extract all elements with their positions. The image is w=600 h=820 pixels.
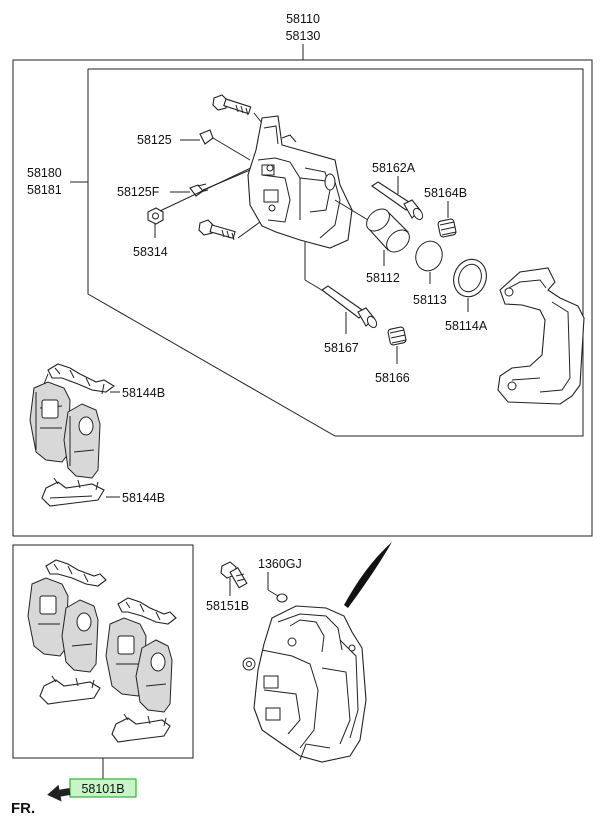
pin-boot-lower-icon <box>387 326 407 346</box>
label-58144b-upper[interactable]: 58144B <box>122 386 165 400</box>
caliper-carrier-bracket-icon <box>497 267 585 405</box>
pad-kit-clip-upper-right-icon <box>117 597 177 625</box>
front-direction-arrow-icon <box>47 784 71 802</box>
leader-line <box>237 221 261 239</box>
assembled-caliper-icon <box>242 605 367 763</box>
leader-line <box>212 137 251 161</box>
pin-boot-upper-icon <box>437 218 457 238</box>
label-58113[interactable]: 58113 <box>413 293 447 307</box>
pad-kit-clip-upper-left-icon <box>45 559 107 587</box>
guide-pin-lower-icon <box>321 285 378 329</box>
leader-line <box>267 589 279 597</box>
label-58125[interactable]: 58125 <box>137 133 172 147</box>
label-58167[interactable]: 58167 <box>324 341 359 355</box>
pad-kit-pad-inner-left-icon <box>61 599 99 673</box>
caliper-mounting-bolt-icon <box>220 561 248 589</box>
label-58181[interactable]: 58181 <box>27 183 62 197</box>
guide-bolt-upper-icon <box>212 94 252 116</box>
label-58162a[interactable]: 58162A <box>372 161 416 175</box>
label-58144b-lower[interactable]: 58144B <box>122 491 165 505</box>
label-58130[interactable]: 58130 <box>286 29 321 43</box>
washer-icon <box>276 593 288 603</box>
caliper-housing-icon <box>247 115 353 249</box>
leader-line <box>334 199 369 221</box>
caliper-subassembly-frame <box>87 68 584 437</box>
highlighted-part-box <box>69 778 137 798</box>
label-58164b[interactable]: 58164B <box>424 186 467 200</box>
label-58180[interactable]: 58180 <box>27 166 62 180</box>
label-58112[interactable]: 58112 <box>366 271 400 285</box>
label-58151b[interactable]: 58151B <box>206 599 249 613</box>
piston-dust-boot-icon <box>453 258 487 298</box>
brake-pad-inner-icon <box>63 403 101 479</box>
caliper-assembly-frame <box>12 59 593 537</box>
bleeder-cap-icon <box>199 129 214 145</box>
brake-pad-outer-icon <box>29 381 71 463</box>
pad-kit-clip-lower-right-icon <box>111 713 171 743</box>
guide-bolt-lower-icon <box>198 219 236 241</box>
pad-clip-upper-icon <box>43 363 115 395</box>
front-direction-label: FR. <box>11 800 35 817</box>
label-58114a[interactable]: 58114A <box>445 319 488 333</box>
label-1360gj[interactable]: 1360GJ <box>258 557 302 571</box>
leader-line <box>253 112 263 124</box>
piston-icon <box>366 208 410 253</box>
label-58166[interactable]: 58166 <box>375 371 410 385</box>
label-58314[interactable]: 58314 <box>133 245 168 259</box>
pad-clip-lower-icon <box>41 477 105 507</box>
hex-nut-icon <box>147 207 164 225</box>
guide-pin-upper-icon <box>371 181 424 221</box>
label-58101b[interactable]: 58101B <box>81 782 124 796</box>
pointer-wedge-icon <box>344 542 392 608</box>
pad-kit-pad-outer-left-icon <box>27 577 69 657</box>
pad-kit-clip-lower-left-icon <box>39 675 101 705</box>
label-58125f[interactable]: 58125F <box>117 185 160 199</box>
leader-line <box>159 165 256 212</box>
piston-seal-icon <box>415 240 443 272</box>
label-58110[interactable]: 58110 <box>286 12 320 26</box>
pad-kit-pad-inner-right-icon <box>135 639 173 713</box>
